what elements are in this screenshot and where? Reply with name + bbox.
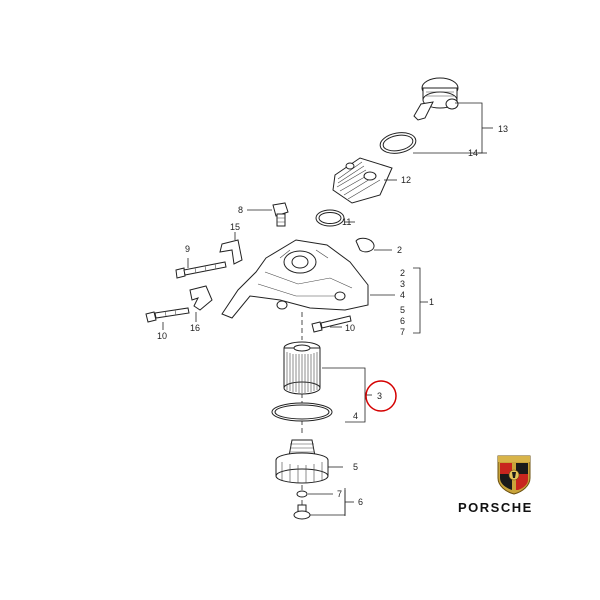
filter-element-part-3: [283, 341, 321, 395]
label-7: 7: [337, 489, 342, 499]
group-label-5: 5: [400, 305, 405, 315]
label-3: 3: [377, 391, 382, 401]
group-label-2: 2: [400, 268, 405, 278]
filter-cap-part-5: [275, 439, 329, 484]
oil-cooler-part-12: [332, 157, 393, 204]
label-6: 6: [358, 497, 363, 507]
group-label-3: 3: [400, 279, 405, 289]
bracket-part-16: [189, 285, 213, 311]
highlight-callout: 3: [365, 380, 397, 412]
o-ring-part-11: [315, 209, 345, 227]
bolt-part-10-right: [311, 315, 352, 333]
seal-ring-part-7: [296, 490, 308, 498]
bolt-part-10-left: [145, 307, 190, 323]
label-11: 11: [342, 217, 351, 227]
label-5: 5: [353, 462, 358, 472]
o-ring-part-4: [271, 402, 333, 422]
porsche-crest-logo: [497, 455, 531, 495]
highlight-circle: [365, 380, 397, 412]
sensor-part-8: [272, 202, 289, 227]
porsche-wordmark: PORSCHE: [458, 500, 533, 515]
label-12: 12: [401, 175, 411, 185]
drain-plug-part-6: [293, 504, 311, 520]
label-8: 8: [238, 205, 243, 215]
group-label-4: 4: [400, 290, 405, 300]
valve-assembly-part-13: [413, 77, 459, 121]
label-10-right: 10: [345, 323, 355, 333]
group-label-7: 7: [400, 327, 405, 337]
label-2: 2: [397, 245, 402, 255]
group-label-6: 6: [400, 316, 405, 326]
bolt-part-9: [175, 261, 227, 279]
label-16: 16: [190, 323, 200, 333]
label-1: 1: [429, 297, 434, 307]
bracket-part-15: [219, 239, 243, 265]
label-4: 4: [353, 411, 358, 421]
label-13: 13: [498, 124, 508, 134]
label-9: 9: [185, 244, 190, 254]
label-14: 14: [468, 148, 478, 158]
o-ring-part-14: [379, 132, 417, 154]
label-10-left: 10: [157, 331, 167, 341]
clip-part-2: [355, 237, 375, 253]
oil-filter-housing-part-1: [221, 239, 369, 319]
label-15: 15: [230, 222, 240, 232]
